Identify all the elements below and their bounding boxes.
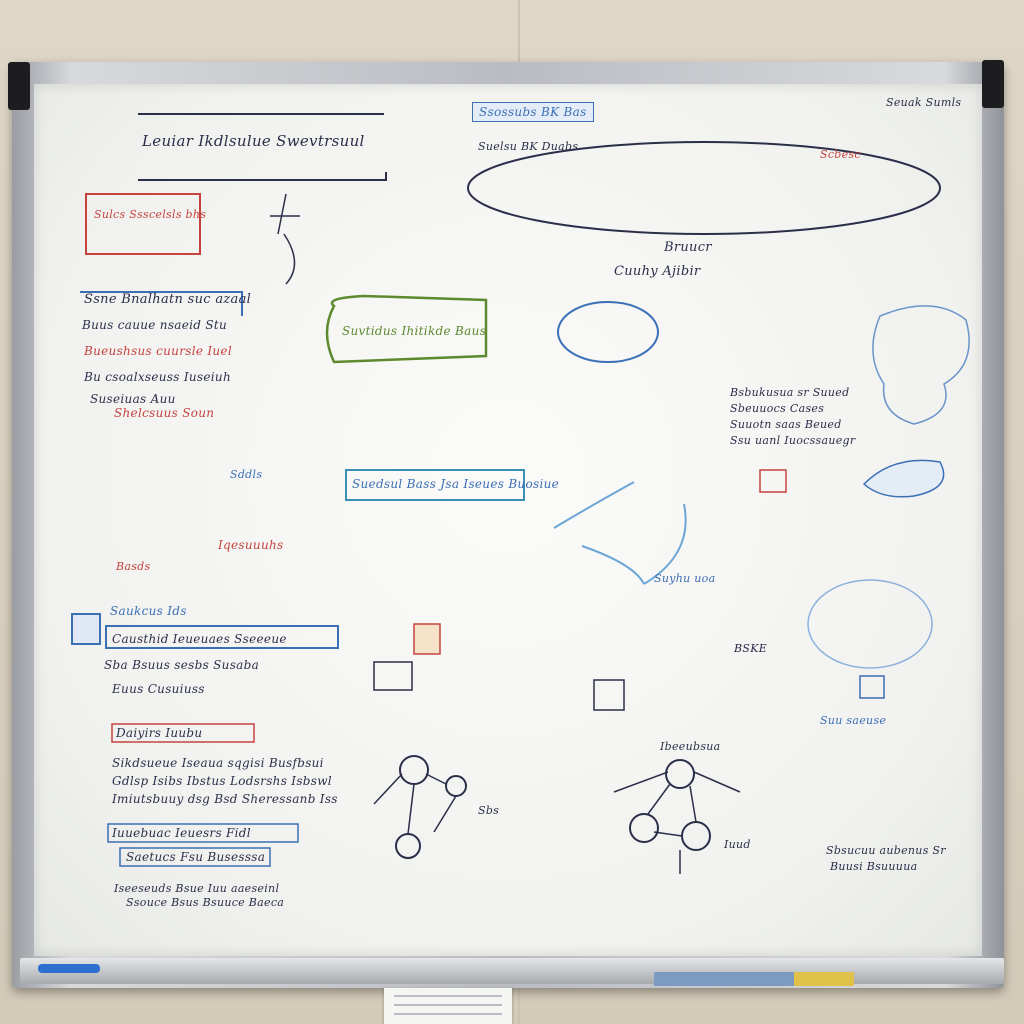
top-left-box-text: Sulcs Ssscelsls bhs — [94, 208, 207, 221]
right-text-2: Sbeuuocs Cases — [730, 402, 825, 415]
sketch-red-box — [759, 469, 787, 493]
paper-note — [384, 988, 512, 1024]
left-lower-line-3: Euus Cusuiuss — [112, 682, 205, 696]
left-line-5: Shelcsuus Soun — [114, 406, 215, 420]
corner-note: Seuak Sumls — [886, 96, 962, 109]
right-text-1: Bsbukusua sr Suued — [730, 386, 850, 399]
right-bottom-line-2: Buusi Bsuuuua — [830, 860, 918, 873]
center-small-label-1: Sddls — [230, 468, 263, 481]
network-edges-left — [373, 773, 457, 835]
top-cloud-label: Suelsu BK Duabs — [478, 140, 579, 153]
cloud-right-text: Scbesc — [820, 148, 861, 161]
center-box-text: Suedsul Bass Jsa Iseues Buosiue — [352, 477, 560, 491]
network-label: Ibeeubsua — [660, 740, 721, 753]
marker-tray — [20, 958, 1004, 984]
title-bracket — [138, 113, 387, 181]
whiteboard: Seuak Sumls Leuiar Ikdlsulue Swevtrsuul … — [34, 84, 982, 956]
frame-label-yellow — [794, 972, 854, 986]
left-lower-line-1: Causthid Ieueuaes Sseeeue — [112, 632, 287, 646]
sketch-box — [593, 679, 625, 711]
left-line-4: Suseiuas Auu — [90, 392, 176, 406]
center-small-label-2: Suyhu uoa — [654, 572, 716, 585]
right-circle — [807, 579, 933, 669]
board-title: Leuiar Ikdlsulue Swevtrsuul — [142, 132, 365, 150]
left-lower-icon — [71, 613, 101, 645]
network-caption: Iuud — [724, 838, 751, 851]
frame-corner-left — [8, 62, 30, 110]
blue-oval — [557, 301, 659, 363]
top-banner: Ssossubs BK Bas — [472, 102, 594, 122]
bottom-red-box — [111, 723, 255, 743]
bottom-left-heading: Daiyirs Iuubu — [116, 726, 203, 740]
left-line-1: Buus cauue nsaeid Stu — [82, 318, 228, 332]
bottom-left-line-1: Sikdsueue Iseaua sqgisi Busfbsui — [112, 756, 324, 770]
red-small: Basds — [116, 560, 151, 573]
top-oval — [467, 141, 941, 235]
left-lower-heading: Saukcus Ids — [110, 604, 187, 618]
network-edges-right — [613, 771, 741, 874]
left-line-3: Bu csoalxseuss Iuseiuh — [84, 370, 231, 384]
bottom-box-1-text: Iuuebuac Ieuesrs Fidl — [112, 826, 251, 840]
frame-corner-right — [982, 60, 1004, 108]
whiteboard-drawings — [71, 113, 970, 874]
right-bottom-line-1: Sbsucuu aubenus Sr — [826, 844, 946, 857]
left-heading: Ssne Bnalhatn suc azaal — [84, 292, 252, 307]
connector-curves — [553, 481, 687, 585]
left-lower-line-2: Sba Bsuus sesbs Susaba — [104, 658, 260, 672]
right-text-4: Ssu uanl Iuocssauegr — [730, 434, 856, 447]
red-box — [85, 193, 201, 255]
mid-title-1: Bruucr — [664, 240, 712, 255]
mid-title-2: Cuuhy Ajibir — [614, 264, 701, 279]
blue-marker[interactable] — [38, 964, 100, 973]
bottom-line-1: Iseeseuds Bsue Iuu aaeseinl — [114, 882, 280, 895]
bottom-left-line-2: Gdlsp Isibs Ibstus Lodsrshs Isbswl — [112, 774, 332, 788]
sketch-vehicle — [862, 459, 945, 498]
green-box-text: Suvtidus Ihitikde Baus — [342, 324, 487, 338]
left-line-2: Bueushsus cuursle Iuel — [84, 344, 232, 358]
bottom-left-line-3: Imiutsbuuy dsg Bsd Sheressanb Iss — [112, 792, 338, 806]
right-bottom-label: Suu saeuse — [820, 714, 887, 727]
sketch-device — [413, 623, 441, 655]
center-small-label-4: Sbs — [478, 804, 500, 817]
sketch-figure — [270, 193, 300, 285]
left-lower-box — [105, 625, 339, 649]
bottom-box-2 — [119, 847, 271, 867]
center-blue-box — [345, 469, 525, 501]
bottom-box-2-text: Saetucs Fsu Busesssa — [126, 850, 266, 864]
red-note: Iqesuuuhs — [218, 538, 284, 552]
left-heading-line — [80, 291, 243, 316]
center-small-label-3: BSKE — [734, 642, 768, 655]
right-text-3: Suuotn saas Beued — [730, 418, 842, 431]
sketch-monitor — [373, 661, 413, 691]
green-box — [325, 294, 488, 364]
bottom-line-2: Ssouce Bsus Bsuuce Baeca — [126, 896, 285, 909]
bottom-box-1 — [107, 823, 299, 843]
sketch-right-box — [859, 675, 885, 699]
right-cloud — [872, 305, 970, 425]
